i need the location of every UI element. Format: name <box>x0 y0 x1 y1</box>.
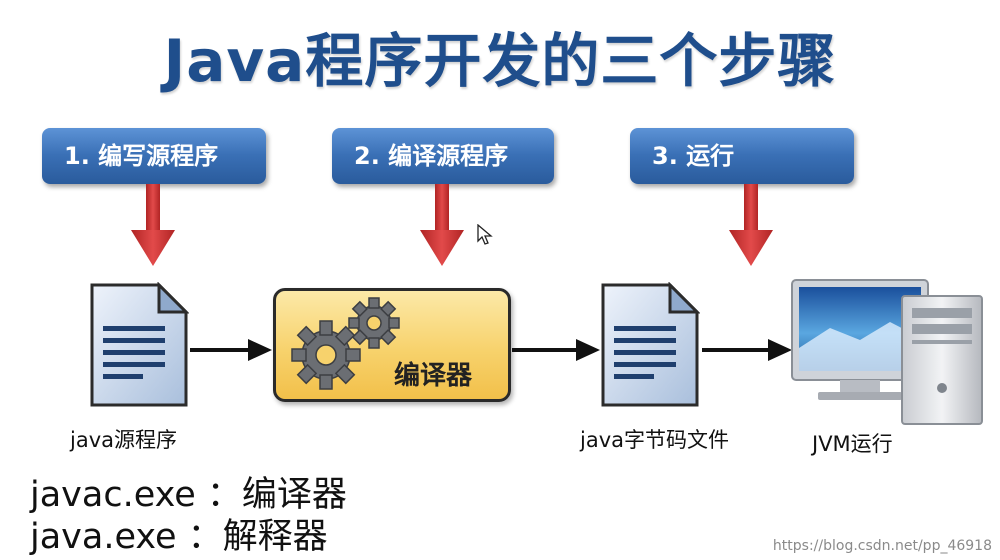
bytecode-file-caption: java字节码文件 <box>580 428 729 452</box>
right-arrow-icon <box>190 339 272 361</box>
right-arrow-icon <box>512 339 600 361</box>
compiler-box: 编译器 <box>273 288 511 402</box>
source-file-icon <box>90 282 189 407</box>
gears-icon <box>291 297 400 390</box>
step-1-box: 1. 编写源程序 <box>42 128 266 184</box>
down-arrow-icon <box>420 184 464 266</box>
javac-command-text: javac.exe ：编译器 <box>30 475 347 515</box>
jvm-caption: JVM运行 <box>812 432 893 456</box>
mouse-cursor-icon <box>477 224 493 245</box>
page-title: Java程序开发的三个步骤 <box>163 27 837 95</box>
java-command-text: java.exe ：解释器 <box>30 517 328 557</box>
step-3-box: 3. 运行 <box>630 128 854 184</box>
step-2-box: 2. 编译源程序 <box>332 128 554 184</box>
compiler-label: 编译器 <box>394 361 473 391</box>
computer-icon <box>791 279 983 425</box>
down-arrow-icon <box>131 184 175 266</box>
bytecode-file-icon <box>601 282 700 407</box>
right-arrow-icon <box>702 339 792 361</box>
down-arrow-icon <box>729 184 773 266</box>
watermark-text: https://blog.csdn.net/pp_46918 <box>772 538 992 554</box>
source-file-caption: java源程序 <box>70 428 177 452</box>
